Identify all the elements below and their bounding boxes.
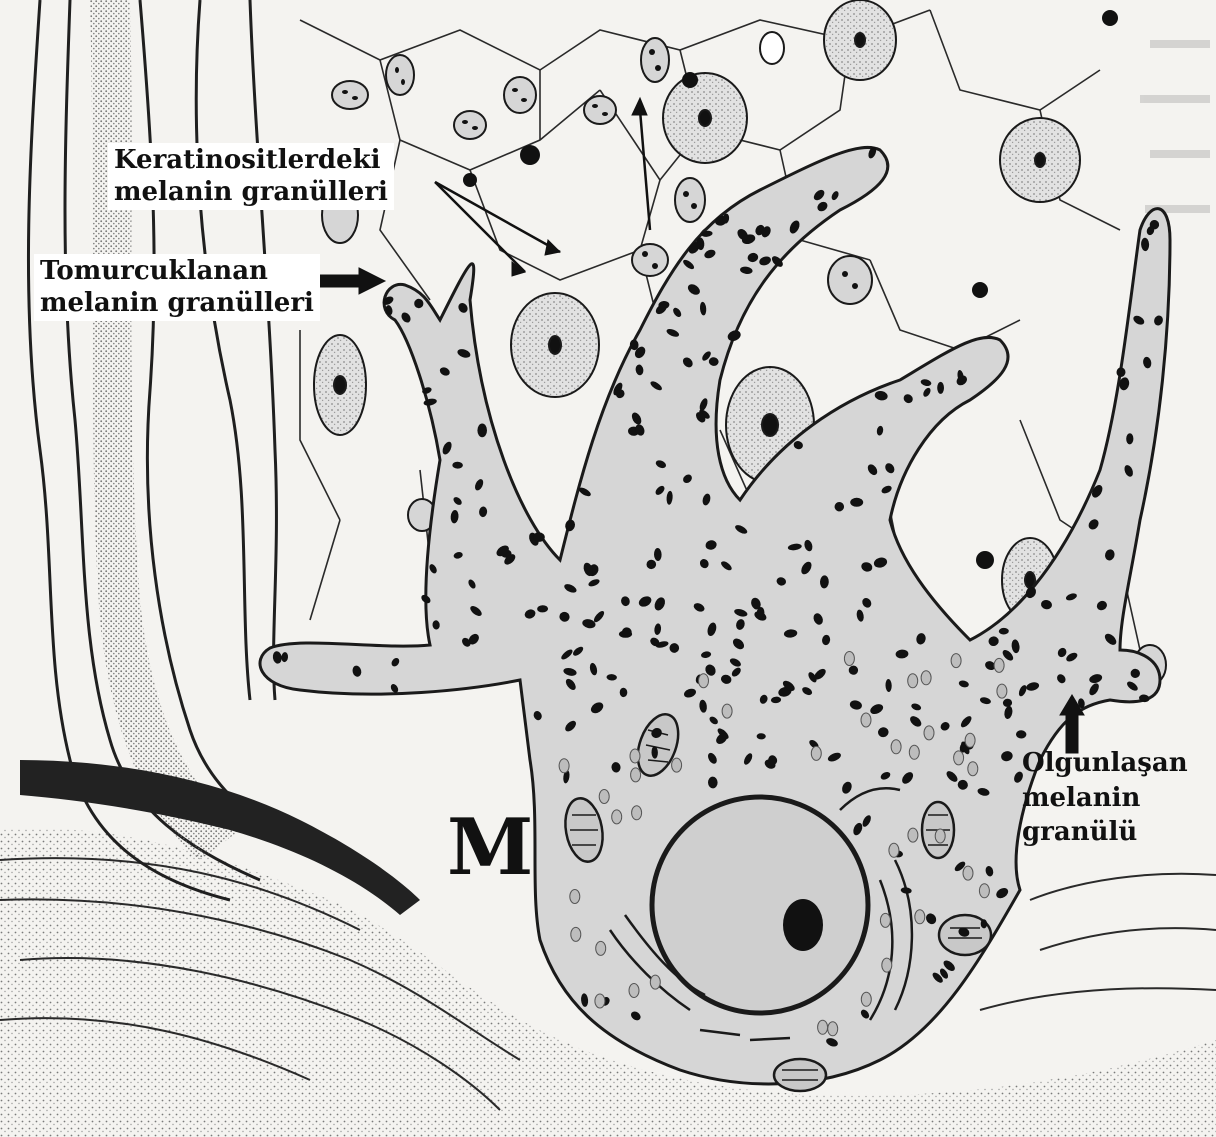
premelanosome-vesicle xyxy=(909,745,919,759)
premelanosome-vesicle xyxy=(994,658,1004,672)
premelanosome-vesicle xyxy=(599,790,609,804)
premelanosome-vesicle xyxy=(811,746,821,760)
premelanosome-vesicle xyxy=(951,654,961,668)
premelanosome-vesicle xyxy=(818,1020,828,1034)
premelanosome-vesicle xyxy=(559,759,569,773)
premelanosome-vesicle xyxy=(889,843,899,857)
melanin-granule xyxy=(477,424,487,438)
maturing-granule-label-line2: melanin xyxy=(1022,781,1188,816)
premelanosome-vesicle xyxy=(650,975,660,989)
budding-granules-label-line1: Tomurcuklanan xyxy=(40,256,314,288)
premelanosome-vesicle xyxy=(596,941,606,955)
premelanosome-vesicle xyxy=(965,733,975,747)
premelanosome-vesicle xyxy=(861,992,871,1006)
premelanosome-vesicle xyxy=(891,740,901,754)
premelanosome-vesicle xyxy=(882,958,892,972)
premelanosome-vesicle xyxy=(631,768,641,782)
premelanosome-vesicle xyxy=(632,806,642,820)
premelanosome-vesicle xyxy=(672,758,682,772)
premelanosome-vesicle xyxy=(844,652,854,666)
premelanosome-vesicle xyxy=(997,684,1007,698)
premelanosome-vesicle xyxy=(954,751,964,765)
premelanosome-vesicle xyxy=(612,810,622,824)
premelanosome-vesicle xyxy=(629,984,639,998)
premelanosome-vesicle xyxy=(963,866,973,880)
premelanosome-vesicle xyxy=(630,749,640,763)
premelanosome-vesicle xyxy=(935,829,945,843)
premelanosome-vesicle xyxy=(924,726,934,740)
keratinocyte-granules-label-line1: Keratinositlerdeki xyxy=(114,145,388,177)
premelanosome-vesicle xyxy=(880,913,890,927)
melanin-granule xyxy=(850,498,863,507)
keratinocyte-granules-label-line2: melanin granülleri xyxy=(114,177,388,209)
maturing-granule-label-line1: Olgunlaşan xyxy=(1022,746,1188,781)
premelanosome-vesicle xyxy=(595,994,605,1008)
budding-granules-label-line2: melanin granülleri xyxy=(40,288,314,320)
maturing-granule-label: Olgunlaşan melanin granülü xyxy=(1022,746,1188,850)
premelanosome-vesicle xyxy=(921,671,931,685)
premelanosome-vesicle xyxy=(908,828,918,842)
melanocyte-label: M xyxy=(447,800,531,895)
premelanosome-vesicle xyxy=(915,910,925,924)
premelanosome-vesicle xyxy=(570,890,580,904)
premelanosome-vesicle xyxy=(828,1022,838,1036)
nucleolus xyxy=(783,899,823,951)
premelanosome-vesicle xyxy=(861,713,871,727)
melanin-granule xyxy=(937,382,944,394)
maturing-granule-label-line3: granülü xyxy=(1022,815,1188,850)
premelanosome-vesicle xyxy=(979,884,989,898)
keratinocyte-granules-label: Keratinositlerdeki melanin granülleri xyxy=(108,143,394,210)
premelanosome-vesicle xyxy=(699,674,709,688)
premelanosome-vesicle xyxy=(908,674,918,688)
premelanosome-vesicle xyxy=(722,704,732,718)
budding-granules-label: Tomurcuklanan melanin granülleri xyxy=(34,254,320,321)
premelanosome-vesicle xyxy=(571,927,581,941)
premelanosome-vesicle xyxy=(968,762,978,776)
